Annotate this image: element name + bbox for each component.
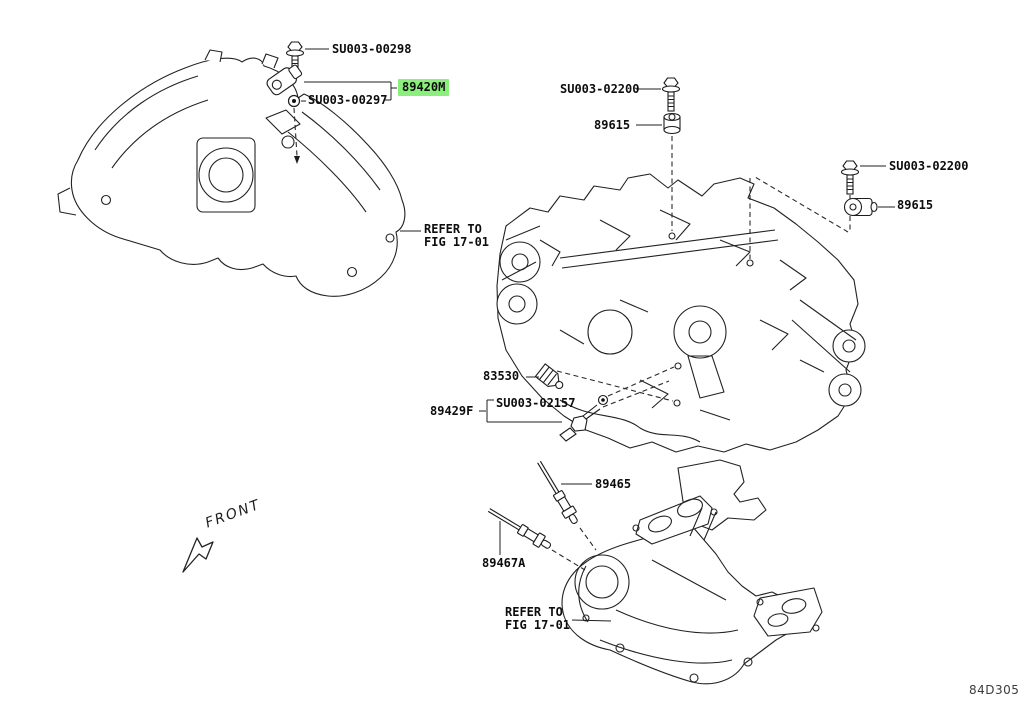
oxygen-sensor-rear-icon — [485, 503, 554, 553]
callout-water-temp-sensor[interactable]: 89429F — [430, 404, 474, 418]
engine-drawing — [496, 173, 866, 453]
callout-o2-sensor-rear[interactable]: 89467A — [482, 556, 526, 570]
knock-sensor-bolt-left-icon — [661, 77, 681, 112]
note-refer-intake: REFER TO FIG 17-01 — [424, 223, 489, 249]
drawing-code: 84D305 — [969, 683, 1020, 697]
front-arrow-icon — [182, 537, 214, 573]
note-line: REFER TO — [424, 222, 482, 236]
callout-knock-sensor-right[interactable]: 89615 — [897, 198, 934, 212]
dash-arrow-tip — [294, 156, 300, 164]
camshaft-position-sensor-icon — [266, 64, 303, 96]
callout-cam-sensor-bolt[interactable]: SU003-00298 — [332, 42, 412, 56]
intake-manifold-drawing — [57, 49, 406, 297]
note-line: FIG 17-01 — [505, 618, 571, 632]
callout-temp-sensor-sub[interactable]: SU003-02157 — [496, 396, 576, 410]
note-refer-exhaust: REFER TO FIG 17-01 — [505, 606, 570, 632]
callout-o2-sensor-front[interactable]: 89465 — [595, 477, 632, 491]
leader-lines — [301, 48, 895, 622]
dashed-assembly-lines — [291, 72, 851, 571]
knock-sensor-right-icon — [843, 197, 878, 217]
callout-cam-sensor-oring[interactable]: SU003-00297 — [308, 93, 388, 107]
knock-sensor-bolt-right-icon — [840, 160, 860, 195]
callout-knock-bolt-left[interactable]: SU003-02200 — [560, 82, 640, 96]
knock-sensor-left-icon — [663, 112, 681, 135]
callout-oil-pressure-switch[interactable]: 83530 — [483, 369, 520, 383]
callout-cam-sensor-highlighted[interactable]: 89420M — [398, 79, 450, 96]
note-line: REFER TO — [505, 605, 563, 619]
callout-knock-sensor-left[interactable]: 89615 — [594, 118, 631, 132]
water-temp-sensor-icon — [559, 394, 609, 442]
exhaust-manifold-drawing — [561, 459, 823, 685]
o-ring-icon — [287, 94, 301, 108]
oxygen-sensor-front-icon — [532, 458, 582, 527]
callout-knock-bolt-right[interactable]: SU003-02200 — [889, 159, 969, 173]
note-line: FIG 17-01 — [424, 235, 490, 249]
